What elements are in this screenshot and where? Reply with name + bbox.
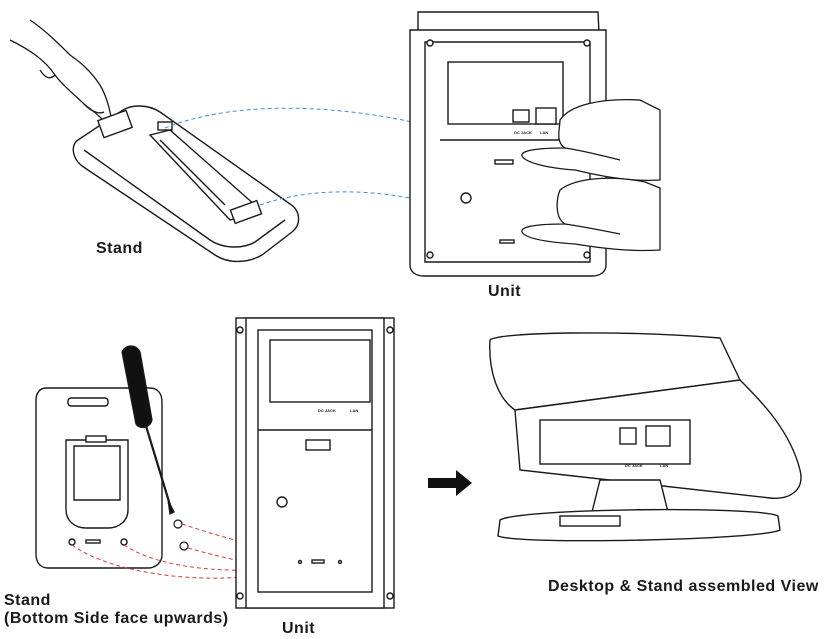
unit-illustration-bottom — [235, 317, 395, 609]
screws — [173, 519, 189, 551]
stand-illustration-bottom — [35, 387, 163, 569]
dc-jack-label-bottom: DC JACK — [318, 408, 336, 413]
unit-label-bottom: Unit — [282, 620, 316, 637]
assembled-view-label: Desktop & Stand assembled View — [548, 578, 819, 595]
screwdriver-icon — [121, 345, 175, 515]
stand-label-bottom-line2: (Bottom Side face upwards) — [4, 610, 229, 627]
arrow-right-icon — [428, 470, 472, 496]
hand-pointing-illustration — [9, 19, 114, 131]
hands-pressing-illustration — [521, 99, 661, 252]
dc-jack-label-assembled: DC JACK — [625, 463, 643, 468]
assembled-unit-illustration — [489, 332, 802, 542]
stand-label-bottom-line1: Stand — [4, 592, 51, 609]
stand-label-top: Stand — [96, 240, 143, 257]
lan-label-bottom: LAN — [350, 408, 358, 413]
stand-illustration-top — [72, 105, 300, 263]
unit-label-top: Unit — [488, 283, 522, 300]
lan-label-top: LAN — [540, 130, 548, 135]
unit-illustration-top — [409, 11, 607, 277]
lan-label-assembled: LAN — [660, 463, 668, 468]
dc-jack-label-top: DC JACK — [514, 130, 532, 135]
